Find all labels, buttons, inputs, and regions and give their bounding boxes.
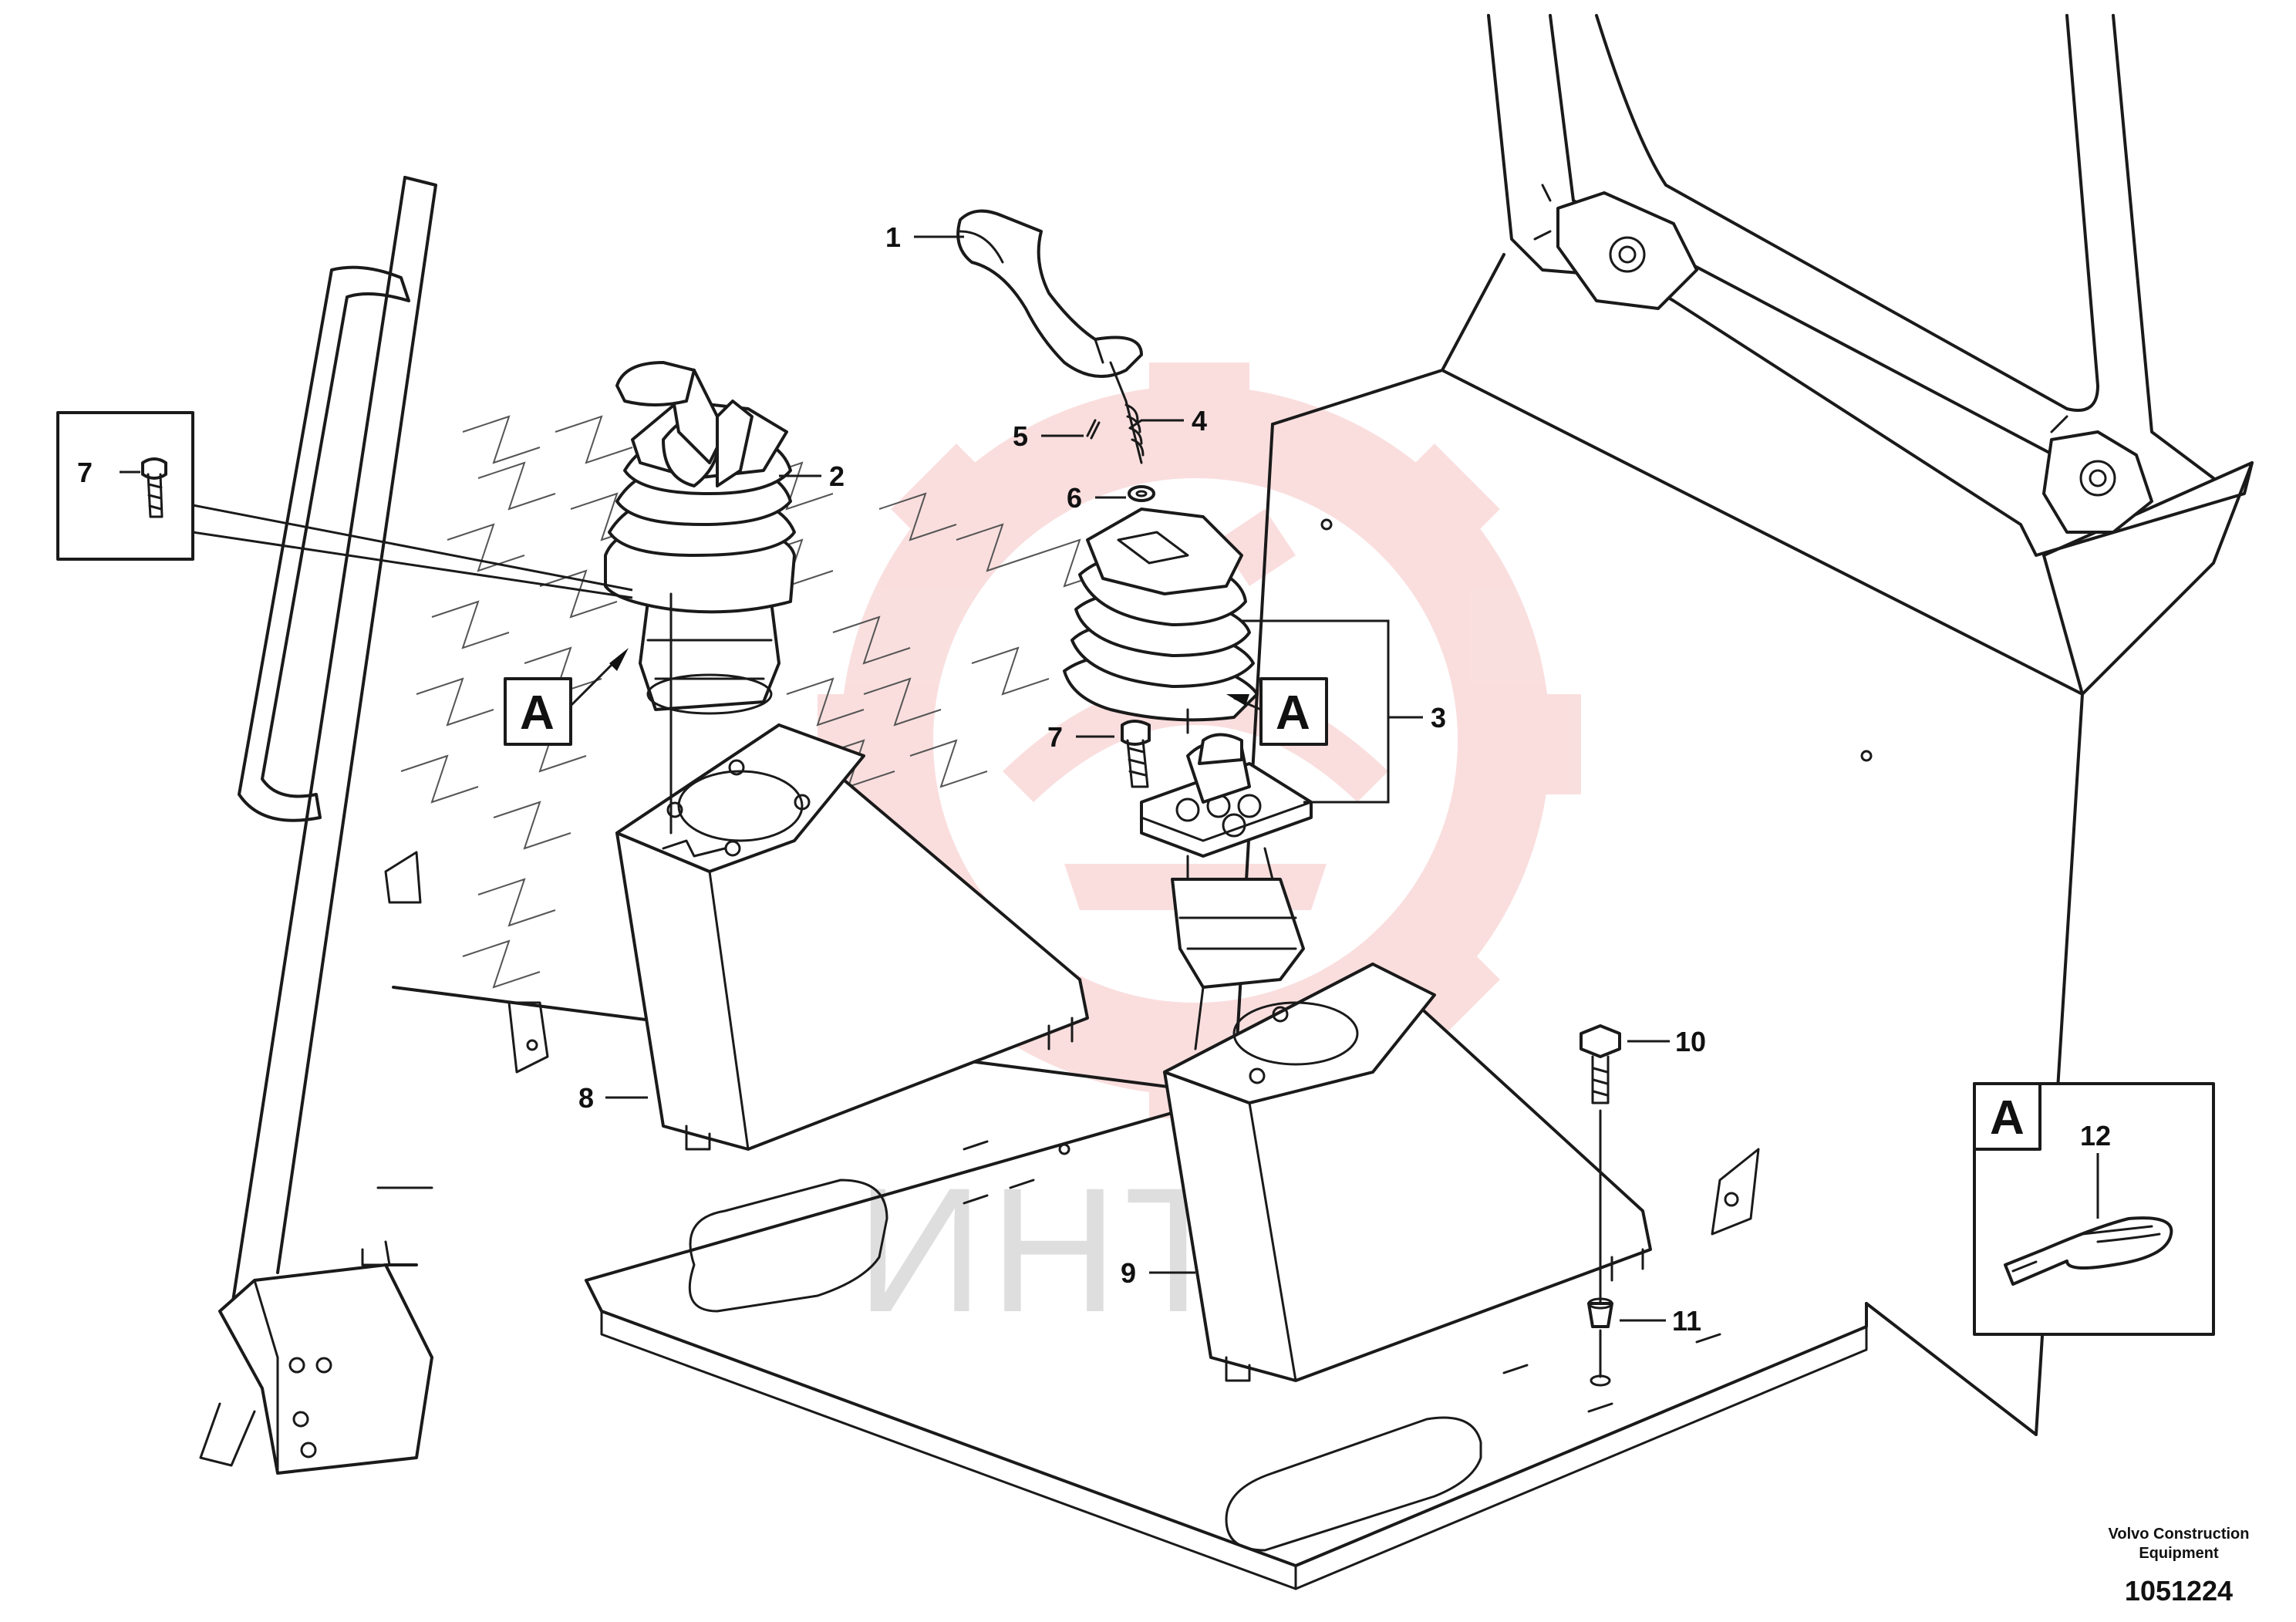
callout-8: 8 [578, 1082, 594, 1114]
callout-7-inset: 7 [77, 457, 93, 488]
drawing-number: 1051224 [2125, 1575, 2233, 1607]
joystick-handle [956, 209, 1143, 378]
marker-a-right-label: A [1276, 686, 1310, 740]
detail-marker-a-right [1226, 677, 1328, 746]
cab-rear-window-frame [1487, 14, 2254, 557]
inset-detail-a [1973, 1082, 2215, 1336]
callout-11: 11 [1672, 1305, 1701, 1337]
leader-lines [120, 235, 2099, 1322]
screw-part-7 [1121, 720, 1151, 788]
cab-left-pillar [199, 176, 437, 1475]
callout-12: 12 [2080, 1120, 2111, 1152]
callout-9: 9 [1121, 1257, 1136, 1289]
detail-box-screw [56, 411, 633, 599]
manufacturer-line-1: Volvo Construction [2109, 1526, 2250, 1543]
callout-2: 2 [829, 460, 845, 492]
callout-7: 7 [1047, 721, 1063, 753]
left-joystick [604, 361, 796, 835]
manufacturer-line-2: Equipment [2139, 1545, 2219, 1562]
left-control-console [615, 723, 1089, 1151]
nut-part-11 [1587, 1297, 1613, 1387]
callout-1: 1 [885, 221, 901, 253]
right-joystick-assembly [1063, 508, 1313, 1050]
callout-10: 10 [1675, 1026, 1706, 1057]
marker-a-left-label: A [520, 686, 555, 740]
drawing-footer: Volvo Construction Equipment 1051224 [2109, 1526, 2250, 1607]
rear-mesh-pattern [400, 415, 1111, 989]
right-control-console [1163, 963, 1652, 1382]
callout-3: 3 [1431, 702, 1446, 733]
cab-floor-plate [585, 1094, 1868, 1590]
detail-marker-labels: A A A [520, 686, 2025, 1145]
callout-5: 5 [1013, 420, 1028, 452]
callout-4: 4 [1192, 405, 1207, 437]
pin-part-5 [1086, 419, 1101, 440]
marker-a-inset-label: A [1990, 1091, 2025, 1145]
bolt-part-10 [1580, 1024, 1621, 1305]
detail-marker-a-left [504, 648, 629, 746]
callout-6: 6 [1067, 482, 1082, 514]
watermark-gear-logo [818, 363, 1581, 1118]
washer-part-6 [1128, 485, 1155, 502]
callout-labels: 1 2 3 4 5 6 7 7 8 9 10 11 12 [77, 221, 2111, 1337]
